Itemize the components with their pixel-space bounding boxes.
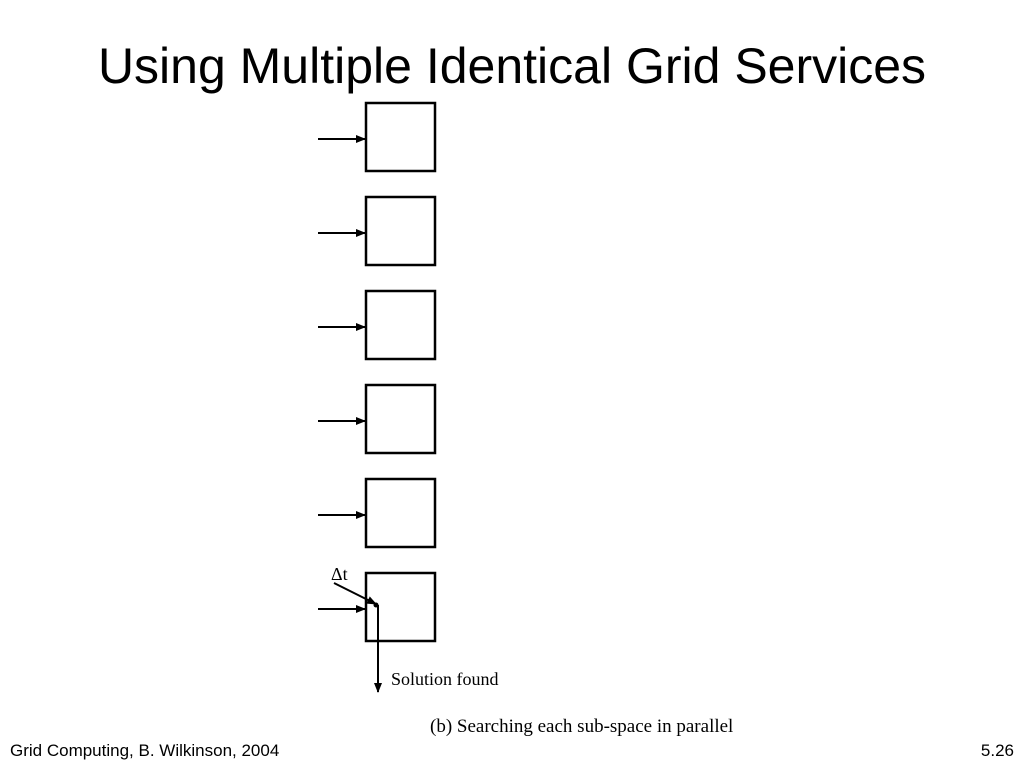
solution-found-label: Solution found (391, 669, 499, 689)
subspace-box (364, 383, 437, 455)
subspace-box (364, 289, 437, 361)
slide-title: Using Multiple Identical Grid Services (97, 38, 927, 94)
subspace-box (364, 101, 437, 173)
diagram-caption: (b) Searching each sub-space in parallel (430, 716, 734, 737)
footer-credit: Grid Computing, B. Wilkinson, 2004 (10, 741, 280, 760)
slide-number: 5.26 (980, 741, 1014, 760)
delta-t-pointer (333, 582, 377, 605)
subspace-box (364, 477, 437, 549)
subspace-box (364, 195, 437, 267)
delta-t-label: Δt (331, 564, 348, 584)
subspace-boxes (318, 101, 437, 643)
